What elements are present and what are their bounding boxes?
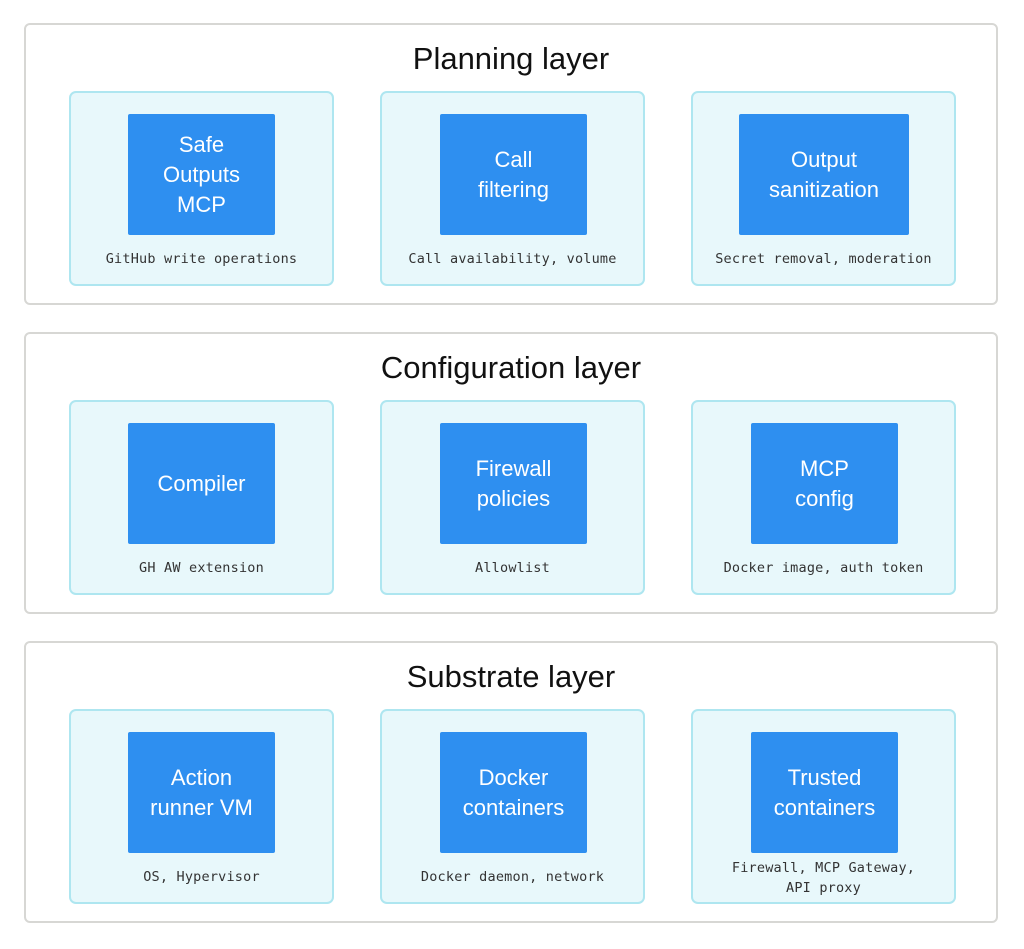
- component-caption: GH AW extension: [139, 560, 264, 576]
- component-card-compiler: Compiler GH AW extension: [69, 400, 334, 595]
- component-card-action-runner-vm: Action runner VM OS, Hypervisor: [69, 709, 334, 904]
- component-card-mcp-config: MCP config Docker image, auth token: [691, 400, 956, 595]
- component-card-safe-outputs-mcp: Safe Outputs MCP GitHub write operations: [69, 91, 334, 286]
- component-card-trusted-containers: Trusted containers Firewall, MCP Gateway…: [691, 709, 956, 904]
- component-caption: Firewall, MCP Gateway, API proxy: [731, 860, 916, 896]
- component-caption: OS, Hypervisor: [143, 869, 260, 885]
- component-caption: GitHub write operations: [105, 251, 298, 267]
- layer-title: Configuration layer: [380, 350, 642, 385]
- component-trusted-containers: Trusted containers: [751, 732, 898, 853]
- component-card-docker-containers: Docker containers Docker daemon, network: [380, 709, 645, 904]
- component-card-output-sanitization: Output sanitization Secret removal, mode…: [691, 91, 956, 286]
- component-mcp-config: MCP config: [751, 423, 898, 544]
- configuration-layer: Configuration layer Compiler GH AW exten…: [24, 332, 998, 614]
- component-docker-containers: Docker containers: [440, 732, 587, 853]
- component-caption: Call availability, volume: [408, 251, 617, 267]
- component-caption: Docker daemon, network: [420, 869, 605, 885]
- layer-title: Planning layer: [412, 41, 610, 76]
- component-output-sanitization: Output sanitization: [739, 114, 909, 235]
- planning-layer: Planning layer Safe Outputs MCP GitHub w…: [24, 23, 998, 305]
- component-safe-outputs-mcp: Safe Outputs MCP: [128, 114, 275, 235]
- component-compiler: Compiler: [128, 423, 275, 544]
- component-caption: Secret removal, moderation: [715, 251, 932, 267]
- component-action-runner-vm: Action runner VM: [128, 732, 275, 853]
- component-firewall-policies: Firewall policies: [440, 423, 587, 544]
- layer-title: Substrate layer: [406, 659, 616, 694]
- component-card-firewall-policies: Firewall policies Allowlist: [380, 400, 645, 595]
- substrate-layer: Substrate layer Action runner VM OS, Hyp…: [24, 641, 998, 923]
- component-call-filtering: Call filtering: [440, 114, 587, 235]
- component-card-call-filtering: Call filtering Call availability, volume: [380, 91, 645, 286]
- component-caption: Docker image, auth token: [723, 560, 924, 576]
- component-caption: Allowlist: [475, 560, 550, 576]
